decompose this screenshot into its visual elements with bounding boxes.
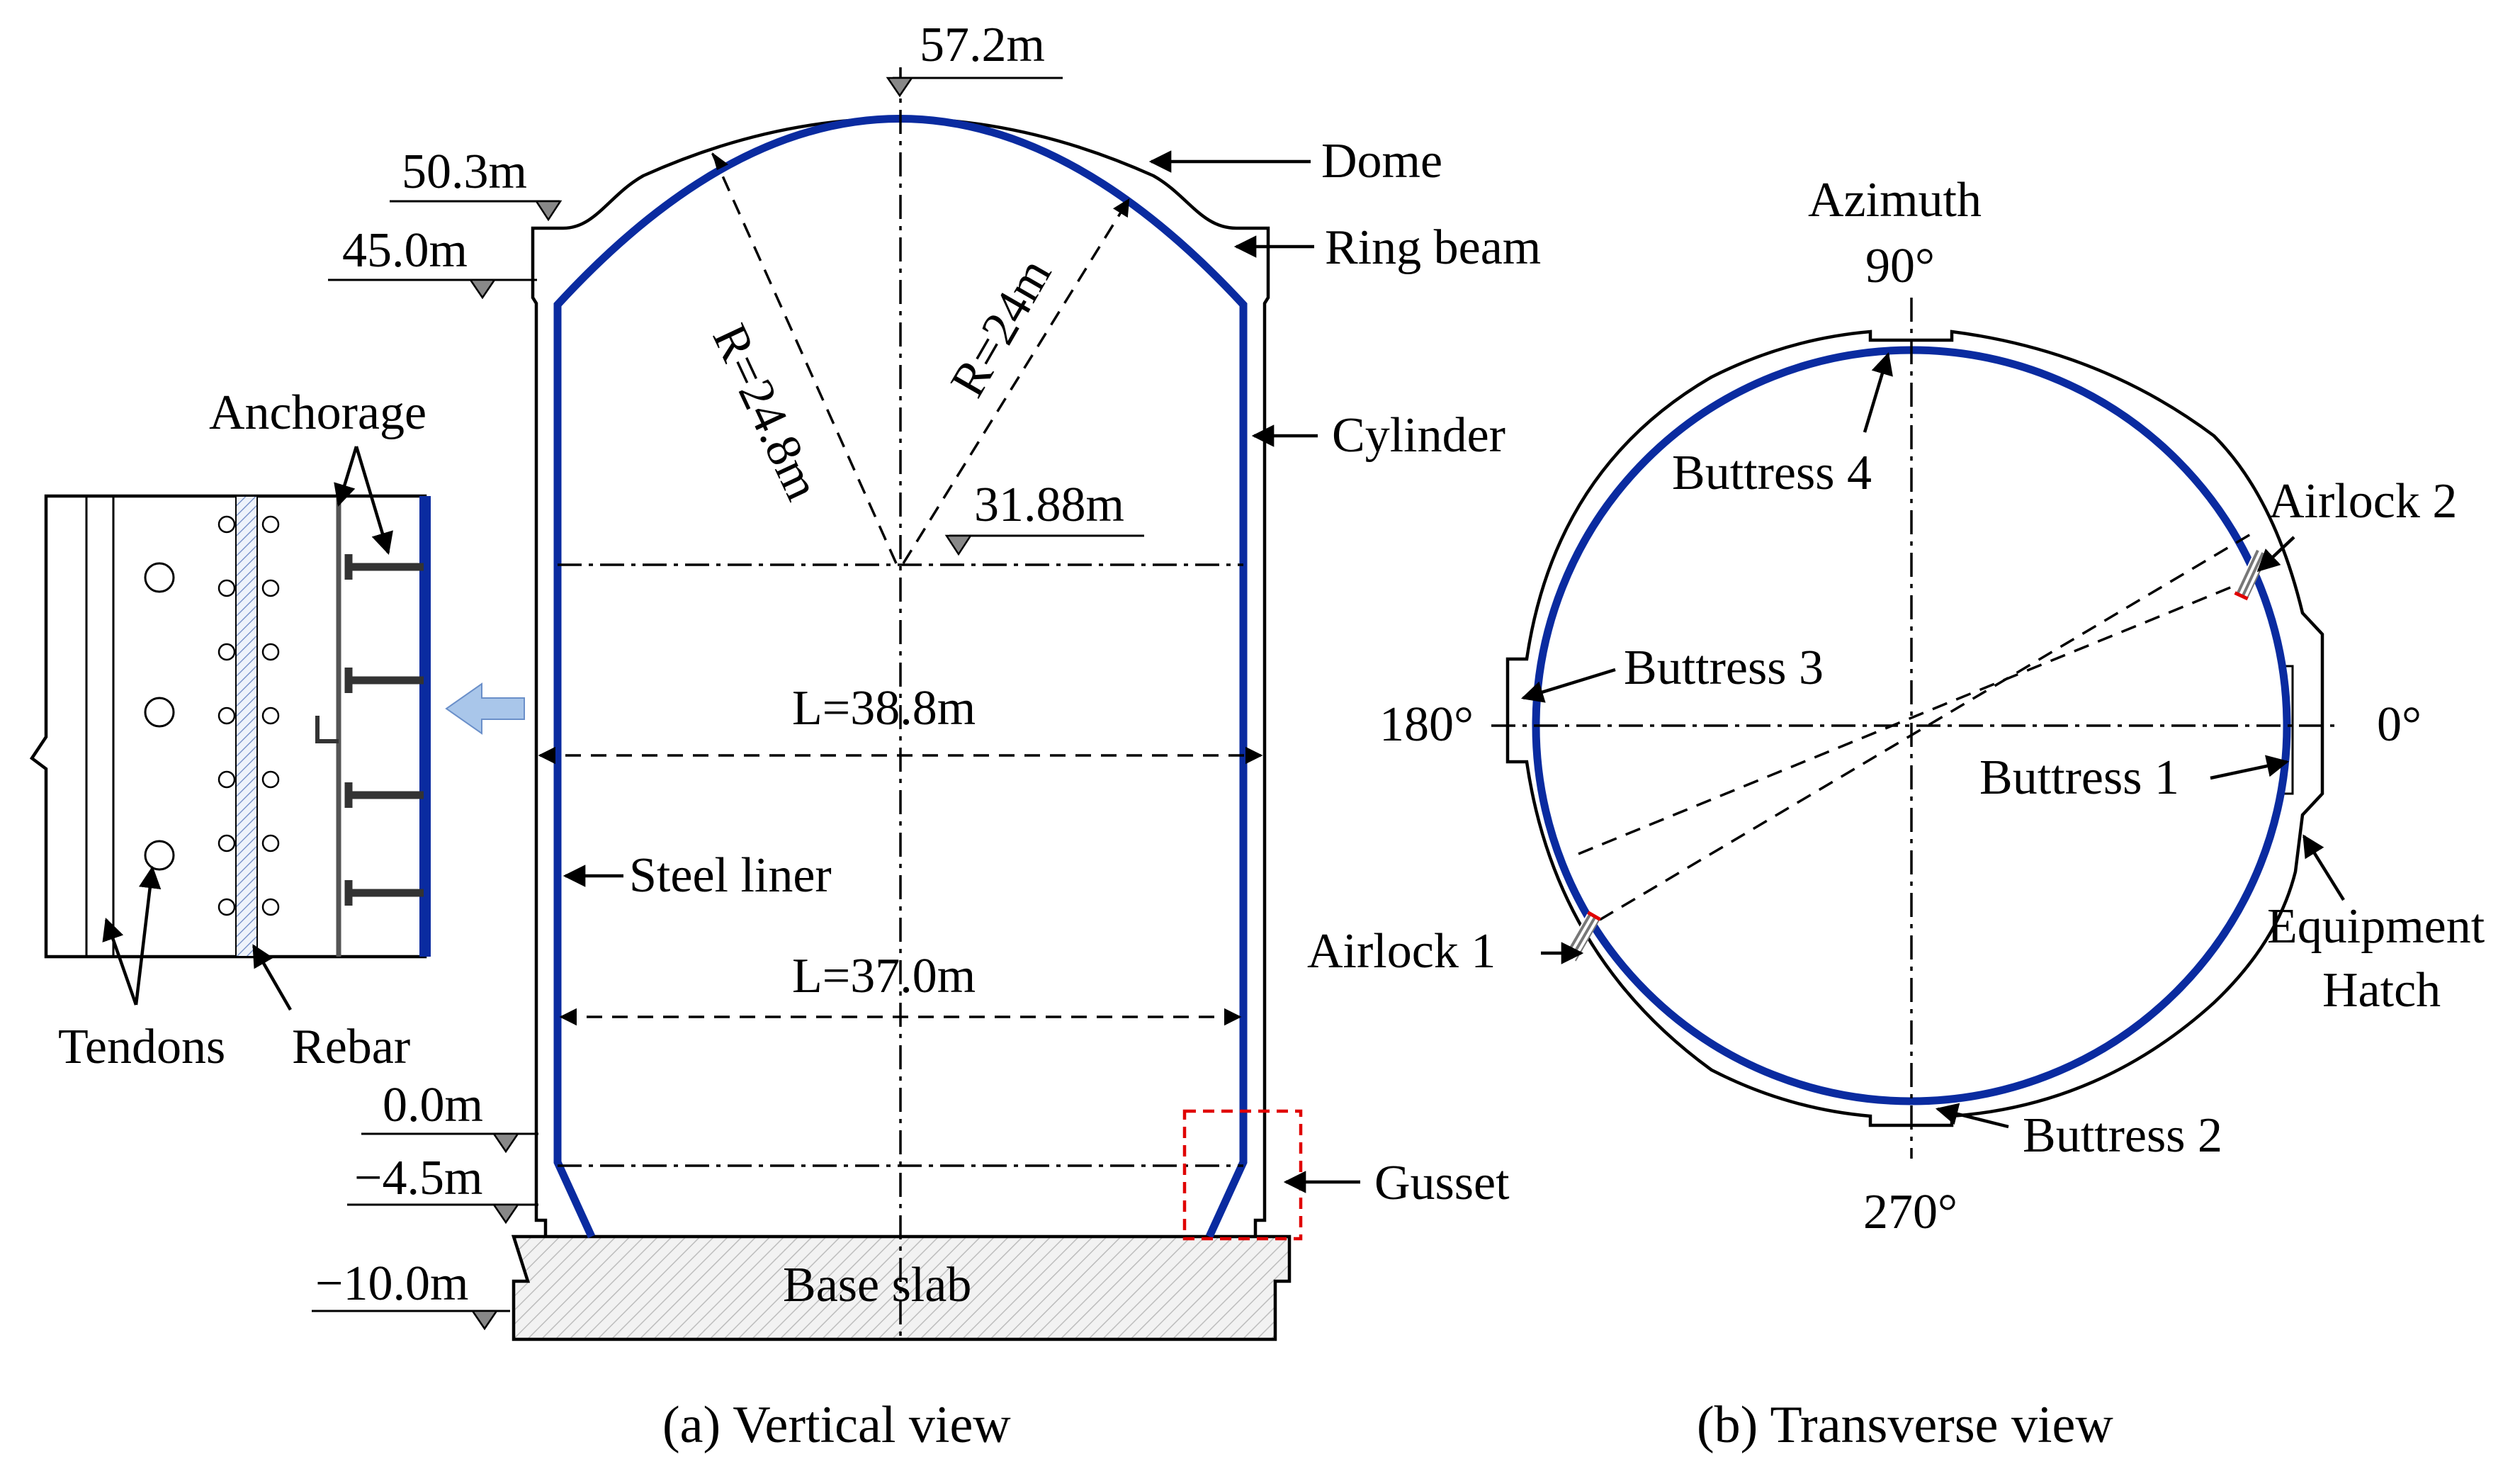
buttress-3-leader (1520, 668, 1616, 703)
azimuth-title: Azimuth (1808, 173, 1982, 227)
angle-270: 270° (1863, 1185, 1957, 1239)
svg-text:0.0m: 0.0m (383, 1078, 483, 1132)
cylinder-label: Cylinder (1332, 408, 1505, 463)
elevation-57-2: 57.2m (886, 18, 1063, 98)
elevation-minus-4-5: −4.5m (347, 1151, 538, 1225)
buttress-2-leader (1935, 1103, 2009, 1129)
vertical-view: R=24.8m R=24m L=38.8m L=37.0m 57.2m 50.3… (312, 18, 1541, 1454)
elevation-minus-10-0: −10.0m (312, 1256, 510, 1331)
hooked-bar (315, 716, 339, 743)
anchorage-label: Anchorage (209, 385, 426, 440)
angle-0: 0° (2377, 697, 2422, 752)
buttress-3-label: Buttress 3 (1624, 641, 1824, 695)
airlock-2-label: Airlock 2 (2268, 474, 2457, 529)
tendon-circle (144, 697, 175, 728)
base-slab (511, 1234, 1292, 1341)
rebar-leader (252, 944, 292, 1011)
equipment-hatch-label-line2: Hatch (2322, 963, 2441, 1018)
elevation-45-0: 45.0m (328, 223, 537, 300)
svg-text:50.3m: 50.3m (402, 145, 527, 199)
rebar-bars (217, 515, 280, 916)
svg-text:57.2m: 57.2m (920, 18, 1045, 72)
svg-text:−4.5m: −4.5m (354, 1151, 482, 1205)
radius-label-right: R=24m (940, 249, 1062, 406)
transverse-view: Azimuth 90° 180° 0° 270° Buttress 4 Butt… (1307, 173, 2485, 1454)
equipment-hatch-leader (2303, 834, 2345, 901)
gusset-highlight-box (1182, 1109, 1303, 1241)
tendons-leader-2 (134, 865, 162, 1006)
transverse-outer-contour (1505, 330, 2324, 1127)
tendons-leader-1 (102, 918, 138, 1006)
gusset-label: Gusset (1374, 1156, 1510, 1210)
rebar-layer (235, 495, 258, 957)
angle-180: 180° (1379, 697, 1474, 752)
dome-label: Dome (1321, 134, 1442, 188)
anchorage-leader-2 (354, 446, 393, 556)
tendons-label: Tendons (58, 1020, 225, 1074)
detail-indicator-arrow (445, 682, 525, 735)
steel-liner-label: Steel liner (629, 848, 832, 903)
span-label-upper: L=38.8m (792, 681, 976, 736)
angle-90: 90° (1865, 239, 1935, 293)
svg-text:31.88m: 31.88m (974, 478, 1124, 532)
buttress-1-label: Buttress 1 (1979, 750, 2179, 805)
buttress-1-leader (2210, 755, 2290, 780)
radius-line-right (902, 198, 1130, 564)
tendon-circle (144, 562, 175, 593)
airlock-1-label: Airlock 1 (1307, 924, 1496, 979)
wall-section-detail: Anchorage Tendons Rebar (29, 385, 525, 1074)
svg-text:−10.0m: −10.0m (315, 1256, 468, 1311)
buttress-2-label: Buttress 2 (2023, 1108, 2222, 1163)
caption-transverse-view: (b) Transverse view (1697, 1396, 2113, 1454)
span-label-lower: L=37.0m (792, 949, 976, 1003)
anchor-studs (344, 554, 424, 906)
radius-label-left: R=24.8m (701, 316, 830, 508)
ring-beam-label: Ring beam (1325, 220, 1541, 275)
buttress-4-leader (1863, 351, 1893, 433)
base-slab-label: Base slab (783, 1258, 971, 1312)
equipment-hatch-label-line1: Equipment (2267, 899, 2485, 954)
svg-text:45.0m: 45.0m (342, 223, 468, 278)
caption-vertical-view: (a) Vertical view (662, 1396, 1011, 1454)
airlock-line-1 (1578, 583, 2238, 855)
elevation-0-0: 0.0m (361, 1078, 538, 1154)
radius-arrowhead-left (712, 152, 728, 170)
elevation-31-88: 31.88m (944, 478, 1144, 556)
buttress-4-label: Buttress 4 (1672, 446, 1872, 500)
anchorage-leader-1 (334, 446, 358, 507)
hatch-inner-line (2280, 665, 2294, 795)
rebar-label: Rebar (292, 1020, 410, 1074)
airlock-2-leader (2256, 536, 2295, 573)
tendon-circle (144, 840, 175, 871)
elevation-50-3: 50.3m (390, 145, 563, 222)
